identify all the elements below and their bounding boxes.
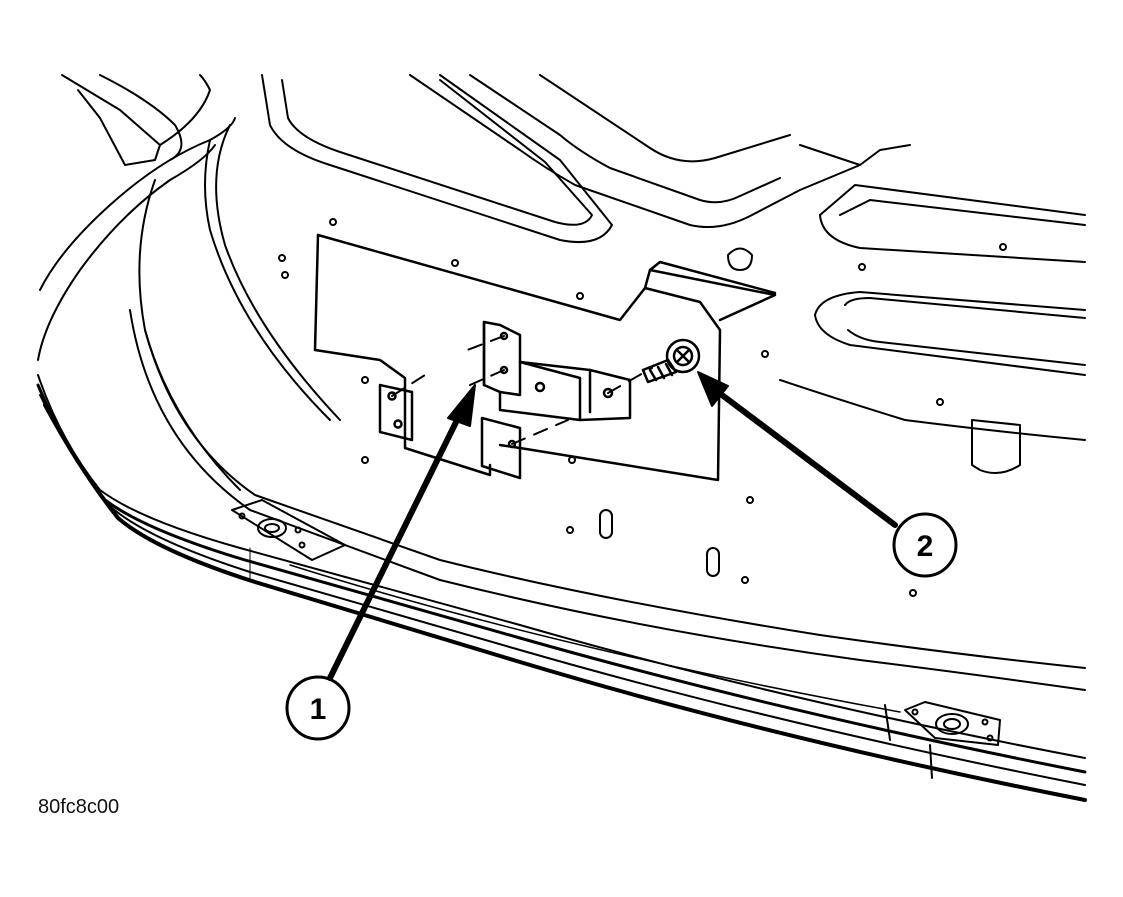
bumper-tab-left (231, 499, 346, 561)
bumper-tab-right (904, 701, 1001, 746)
callout-arrow-2 (697, 371, 898, 528)
callout-arrow-1 (327, 384, 476, 681)
callout-circle-1 (285, 675, 351, 741)
bumper-fascia (36, 374, 1087, 802)
license-plate-recess (313, 233, 777, 482)
callout-circle-2 (892, 512, 958, 578)
panel-holes (278, 218, 1021, 597)
rear-panel-body (37, 117, 1086, 691)
mounting-screw (641, 338, 701, 384)
license-plate-bracket (378, 320, 632, 480)
deck-lid-upper-panel (61, 74, 1086, 376)
callout-label-1: 1 (310, 693, 327, 726)
figure-id-caption: 80fc8c00 (38, 796, 120, 818)
callout-label-2: 2 (917, 530, 934, 563)
alignment-lines (391, 335, 653, 445)
